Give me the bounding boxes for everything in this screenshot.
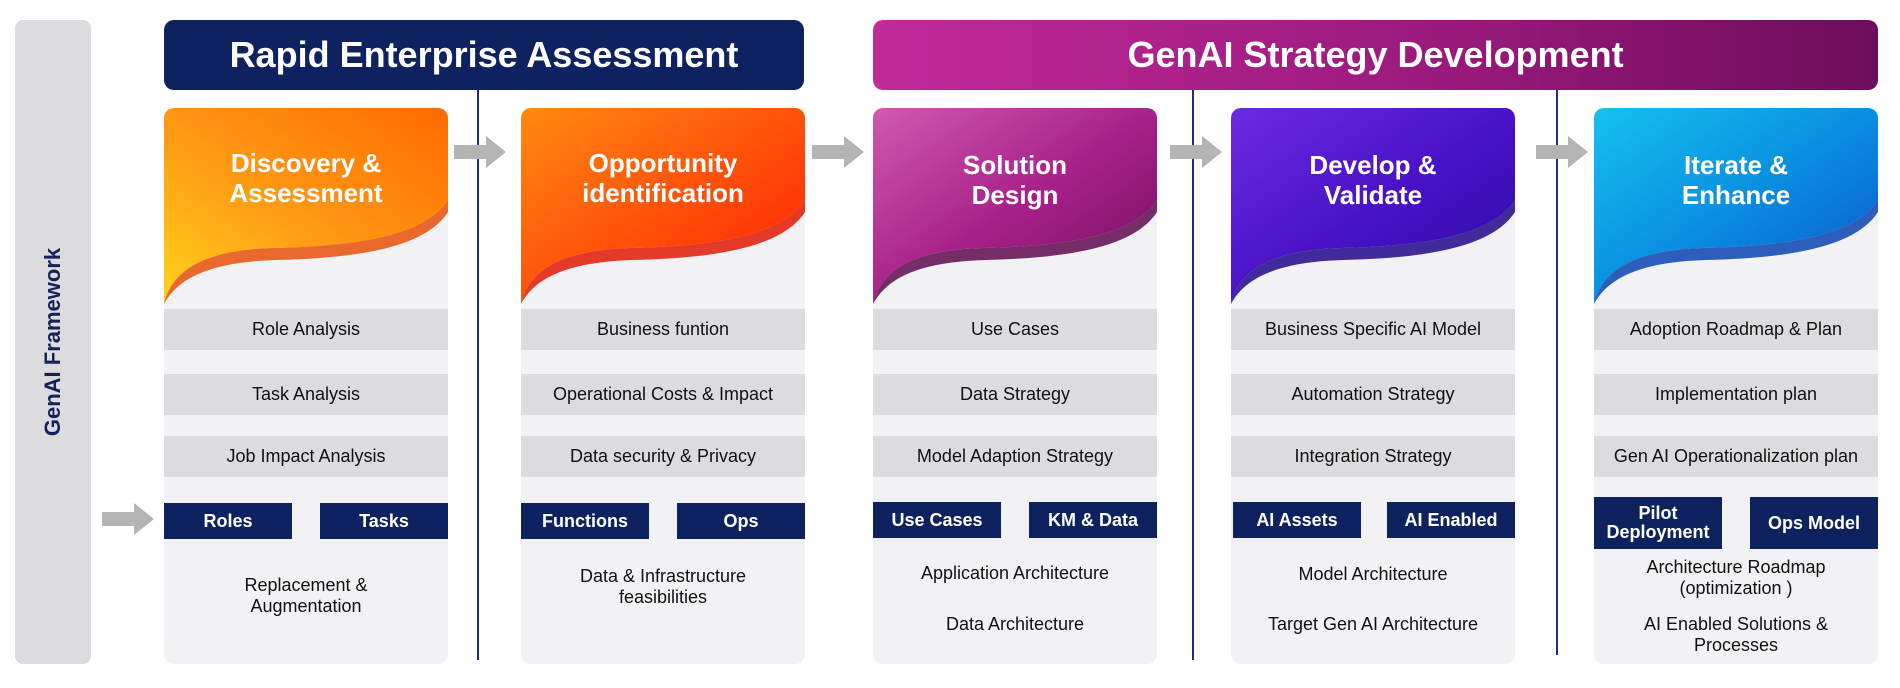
tag-ops-model: Ops Model (1750, 497, 1878, 549)
framework-sidebar: GenAI Framework (15, 20, 91, 664)
analysis-row: Implementation plan (1594, 374, 1878, 415)
card-title-line: Solution (963, 150, 1067, 180)
tag-functions: Functions (521, 503, 649, 539)
analysis-row: Adoption Roadmap & Plan (1594, 309, 1878, 350)
tag-pilot-deployment: Pilot Deployment (1594, 497, 1722, 549)
analysis-row: Role Analysis (164, 309, 448, 350)
analysis-row: Use Cases (873, 309, 1157, 350)
analysis-row: Business Specific AI Model (1231, 309, 1515, 350)
banner-rapid-enterprise-assessment: Rapid Enterprise Assessment (164, 20, 804, 90)
outcome-text: Replacement & Augmentation (244, 575, 368, 616)
outcome-text: Data & Infrastructure feasibilities (579, 566, 747, 607)
card-header: Iterate &Enhance (1594, 108, 1878, 304)
analysis-row: Data security & Privacy (521, 436, 805, 477)
card-title-line: Assessment (229, 178, 383, 208)
card-title-line: Validate (1323, 180, 1423, 210)
banner-genai-strategy-development: GenAI Strategy Development (873, 20, 1878, 90)
tag-tasks: Tasks (320, 503, 448, 539)
analysis-row: Data Strategy (873, 374, 1157, 415)
outcome-text: Architecture Roadmap (optimization ) (1646, 557, 1826, 598)
framework-label: GenAI Framework (40, 247, 65, 437)
analysis-row: Business funtion (521, 309, 805, 350)
card-develop-validate: Develop &Validate Business Specific AI M… (1231, 108, 1515, 664)
tag-ai-enabled: AI Enabled (1387, 502, 1515, 538)
card-iterate-enhance: Iterate &Enhance Adoption Roadmap & Plan… (1594, 108, 1878, 664)
card-title-line: Develop & (1309, 150, 1437, 180)
arrow-right-icon (1536, 136, 1588, 168)
arrow-right-icon (1170, 136, 1222, 168)
card-header: Discovery &Assessment (164, 108, 448, 304)
tag-ai-assets: AI Assets (1233, 502, 1361, 538)
outcome-text: AI Enabled Solutions & Processes (1643, 614, 1829, 655)
outcome-text: Model Architecture (1298, 564, 1448, 584)
arrow-right-icon (812, 136, 864, 168)
divider-line (1192, 90, 1194, 660)
tag-km-data: KM & Data (1029, 502, 1157, 538)
divider-line (1556, 90, 1558, 655)
tag-use-cases: Use Cases (873, 502, 1001, 538)
tag-roles: Roles (164, 503, 292, 539)
divider-line (477, 90, 479, 660)
card-title-line: Opportunity (588, 148, 738, 178)
analysis-row: Automation Strategy (1231, 374, 1515, 415)
outcome-text: Data Architecture (945, 614, 1085, 634)
card-header: Develop &Validate (1231, 108, 1515, 304)
card-title-line: Design (971, 180, 1059, 210)
arrow-right-icon (454, 136, 506, 168)
analysis-row: Task Analysis (164, 374, 448, 415)
card-title-line: identification (582, 178, 744, 208)
card-title-line: Discovery & (230, 148, 382, 178)
card-discovery-assessment: Discovery &Assessment Role Analysis Task… (164, 108, 448, 664)
arrow-right-icon (102, 503, 154, 535)
analysis-row: Job Impact Analysis (164, 436, 448, 477)
outcome-text: Target Gen AI Architecture (1267, 614, 1479, 634)
card-title-line: Iterate & (1683, 150, 1789, 180)
analysis-row: Integration Strategy (1231, 436, 1515, 477)
outcome-text: Application Architecture (920, 563, 1110, 583)
analysis-row: Operational Costs & Impact (521, 374, 805, 415)
card-title-line: Enhance (1681, 180, 1791, 210)
tag-ops: Ops (677, 503, 805, 539)
analysis-row: Model Adaption Strategy (873, 436, 1157, 477)
analysis-row: Gen AI Operationalization plan (1594, 436, 1878, 477)
